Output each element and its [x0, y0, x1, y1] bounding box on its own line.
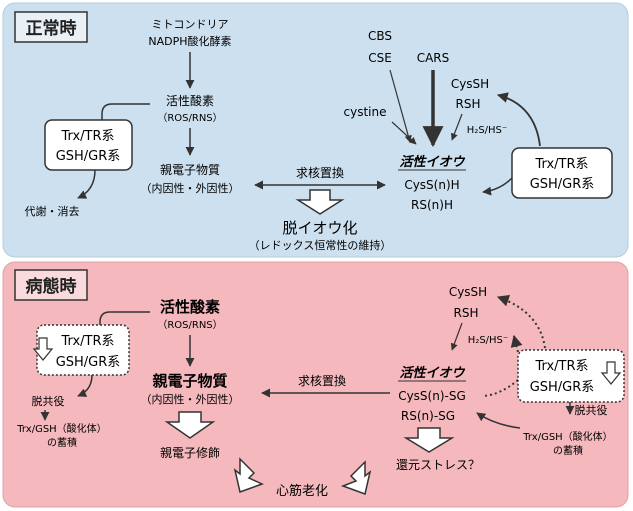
- line-ros-box: [101, 103, 150, 120]
- nadph-label: NADPH酸化酵素: [148, 34, 231, 48]
- gsh-gr-label: GSH/GR系: [56, 149, 121, 164]
- down-open-arrow-left: [32, 337, 54, 361]
- trx-tr-label: Trx/TR系: [60, 129, 114, 144]
- normal-panel: [2, 2, 629, 258]
- rsnh-label: RS(n)H: [411, 198, 453, 212]
- accum-label-2: の蓄積: [47, 436, 77, 449]
- cbs-label: CBS: [368, 29, 392, 43]
- rsh-label-disease: RSH: [454, 306, 479, 320]
- disease-title-box: [14, 269, 88, 301]
- dotted-arrow-box-cyssh: [496, 294, 546, 349]
- desulf-label: 脱イオウ化: [282, 219, 357, 237]
- arrow-box-cyssh: [496, 92, 541, 147]
- cars-label: CARS: [417, 51, 450, 65]
- cyssnsg-label: CysS(n)-SG: [398, 389, 466, 403]
- disease-panel: [2, 261, 629, 508]
- electrophile-label-disease: 親電子物質: [152, 372, 227, 390]
- aging-block-arrow-right: [340, 460, 372, 495]
- electrophile-paren: （内因性・外因性）: [141, 181, 240, 195]
- reductive-block-arrow: [403, 427, 455, 453]
- active-sulfur-label: 活性イオウ: [399, 154, 465, 170]
- arrow-accum-active: [476, 412, 521, 429]
- arrow-rsh-h2s: [450, 113, 463, 141]
- arrow-cbs: [389, 69, 412, 143]
- modification-block-arrow: [164, 411, 216, 439]
- accum-label-1: Trx/GSH（酸化体）: [16, 422, 106, 435]
- electrophile-paren-disease: （内因性・外因性）: [141, 392, 240, 406]
- arrow-box-uncoupling: [77, 374, 93, 397]
- ros-label: 活性酸素: [166, 93, 214, 108]
- cyssnh-label: CysS(n)H: [404, 178, 459, 192]
- mito-label: ミトコンドリア: [152, 18, 229, 31]
- aging-block-arrow-left: [233, 457, 264, 493]
- trx-gsh-box-right: [511, 147, 613, 199]
- trx-tr-label-right: Trx/TR系: [534, 157, 588, 172]
- desulf-paren: （レドックス恒常性の維持）: [249, 238, 392, 252]
- disease-title: 病態時: [26, 276, 77, 297]
- active-sulfur-label-disease: 活性イオウ: [399, 365, 465, 381]
- desulf-block-arrow: [295, 189, 345, 215]
- cystine-label: cystine: [344, 105, 387, 119]
- uncoupling-label-right: 脱共役: [575, 403, 608, 417]
- down-open-arrow-right: [600, 361, 622, 385]
- trx-gsh-box-left: [44, 119, 133, 171]
- gsh-gr-label-disease: GSH/GR系: [56, 355, 121, 370]
- gsh-gr-label-right: GSH/GR系: [530, 177, 595, 192]
- accum-label-4: の蓄積: [553, 444, 583, 457]
- nucleophilic-label-disease: 求核置換: [298, 374, 346, 388]
- uncoupling-label: 脱共役: [32, 394, 65, 408]
- nucleophilic-label: 求核置換: [296, 166, 344, 180]
- arrow-rsh-h2s-disease: [450, 322, 463, 351]
- cyssh-label: CysSH: [451, 77, 489, 91]
- rsh-label: RSH: [456, 97, 481, 111]
- line-ros-box-disease: [99, 311, 150, 325]
- trx-tr-label-right-disease: Trx/TR系: [534, 359, 588, 374]
- trx-gsh-box-right-disease: [517, 349, 625, 403]
- trx-gsh-box-left-disease: [36, 324, 130, 376]
- metab-label: 代謝・消去: [25, 204, 80, 218]
- aging-label: 心筋老化: [276, 483, 328, 499]
- h2s-label: H₂S/HS⁻: [467, 125, 507, 136]
- cse-label: CSE: [368, 51, 392, 65]
- gsh-gr-label-right-disease: GSH/GR系: [530, 380, 595, 395]
- normal-title-box: [14, 11, 88, 43]
- dotted-line-box-active: [482, 379, 519, 397]
- ros-paren-disease: （ROS/RNS）: [157, 319, 222, 331]
- electrophile-label: 親電子物質: [160, 162, 220, 177]
- ros-paren: （ROS/RNS）: [157, 112, 222, 124]
- arrow-cystine: [391, 121, 417, 145]
- reductive-stress-label: 還元ストレス？: [396, 458, 480, 472]
- h2s-label-disease: H₂S/HS⁻: [468, 335, 508, 346]
- accum-label-3: Trx/GSH（酸化体）: [522, 430, 612, 443]
- normal-title: 正常時: [26, 18, 77, 39]
- ros-label-disease: 活性酸素: [160, 298, 220, 316]
- rsnsg-label: RS(n)-SG: [401, 409, 455, 423]
- modification-label: 親電子修飾: [160, 445, 220, 460]
- trx-tr-label-disease: Trx/TR系: [60, 334, 114, 349]
- cyssh-label-disease: CysSH: [449, 285, 487, 299]
- arrow-box-active: [482, 177, 513, 196]
- arrow-box-metab: [77, 169, 96, 199]
